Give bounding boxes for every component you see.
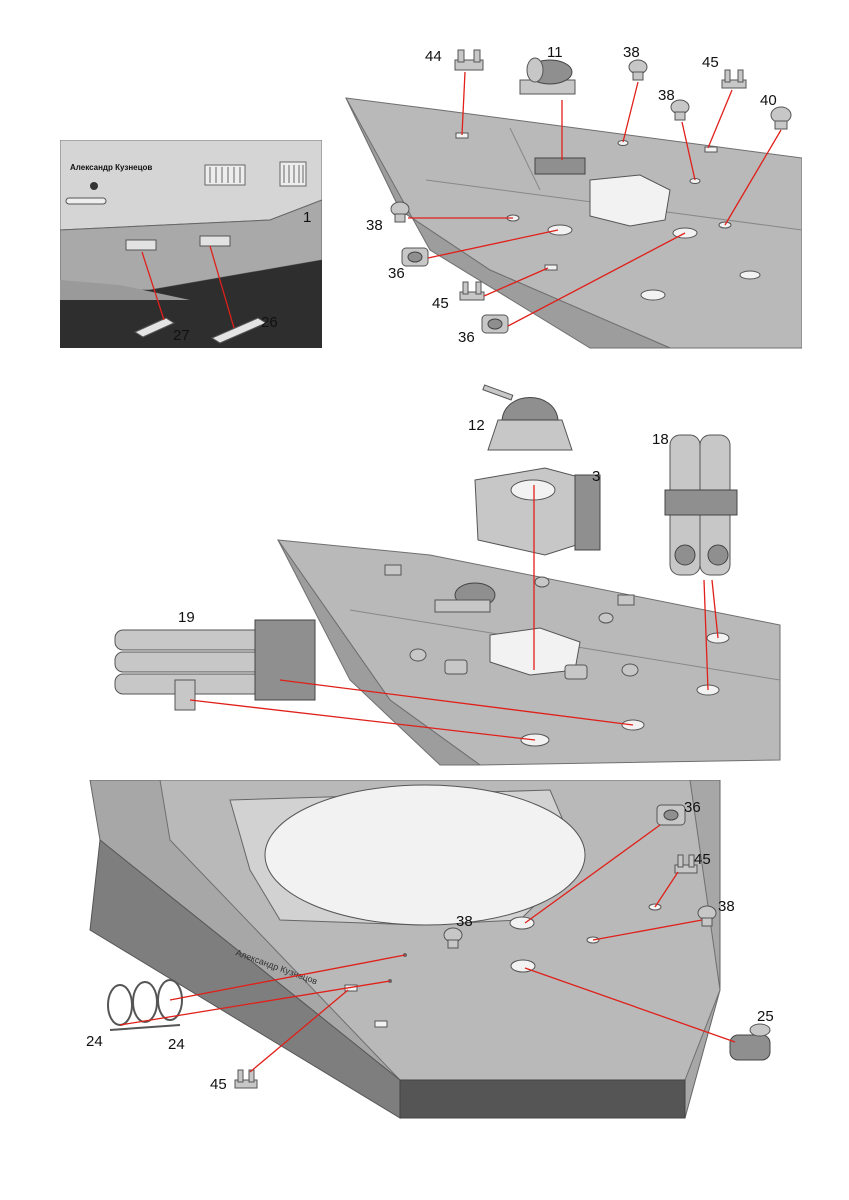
panel-hull-side-vents: Александр Кузнецов 1 27 26 bbox=[60, 140, 322, 348]
callout-label: 38 bbox=[366, 217, 383, 234]
mushroom-vent-part-40 bbox=[770, 106, 792, 130]
callout-label: 38 bbox=[623, 44, 640, 61]
mushroom-vent-part-38 bbox=[628, 59, 648, 81]
deck-fitting-vents bbox=[384, 564, 639, 680]
bollard-part-45 bbox=[234, 1069, 258, 1089]
callout-label: 19 bbox=[178, 609, 195, 626]
hatch-ring-part-36 bbox=[656, 804, 686, 826]
callout-label: 24 bbox=[168, 1036, 185, 1053]
callout-label: 45 bbox=[702, 54, 719, 71]
callout-label: 36 bbox=[388, 265, 405, 282]
hose-reel-part-24 bbox=[107, 979, 183, 1031]
mushroom-vent-part-38 bbox=[670, 99, 690, 121]
bollard-part-45 bbox=[459, 281, 485, 301]
callout-label: 11 bbox=[547, 44, 563, 61]
callout-label: 36 bbox=[684, 799, 701, 816]
panel-stern-deck: Александр Кузнецов bbox=[70, 780, 790, 1120]
hatch-ring-part-36 bbox=[481, 314, 509, 334]
callout-label: 40 bbox=[760, 92, 777, 109]
winch-base-plate bbox=[534, 157, 586, 175]
launcher-part-19 bbox=[114, 619, 316, 711]
callout-label: 1 bbox=[303, 209, 311, 226]
callout-label: 45 bbox=[210, 1076, 227, 1093]
vent-part-26 bbox=[210, 317, 268, 344]
mushroom-vent-part-38 bbox=[697, 905, 717, 927]
winch-part-11 bbox=[519, 57, 576, 95]
deck-opening-hatch bbox=[589, 174, 671, 227]
vent-part-27 bbox=[133, 317, 176, 338]
winch-on-deck bbox=[434, 582, 496, 613]
launcher-part-18 bbox=[664, 434, 738, 576]
bollard-part-44 bbox=[454, 49, 484, 71]
vent-slot-b bbox=[199, 235, 231, 247]
panel-bow-deck-fittings: 44 11 38 45 38 40 38 36 45 36 bbox=[340, 40, 802, 350]
callout-label: 26 bbox=[261, 314, 278, 331]
vent-grille-2 bbox=[279, 161, 307, 187]
hull-name-text: Александр Кузнецов bbox=[70, 163, 152, 172]
callout-label: 38 bbox=[456, 913, 473, 930]
vent-slot-a bbox=[125, 239, 157, 251]
callout-label: 44 bbox=[425, 48, 442, 65]
callout-label: 45 bbox=[432, 295, 449, 312]
callout-label: 25 bbox=[757, 1008, 774, 1025]
callout-label: 12 bbox=[468, 417, 485, 434]
callout-label: 18 bbox=[652, 431, 669, 448]
callout-label: 36 bbox=[458, 329, 475, 346]
mushroom-vent-part-38 bbox=[390, 201, 410, 223]
panel-turret-launchers: 12 3 18 19 bbox=[100, 380, 790, 770]
callout-label: 24 bbox=[86, 1033, 103, 1050]
hatch-ring-part-36 bbox=[401, 247, 429, 267]
turret-base-part-3 bbox=[474, 467, 601, 556]
gearbox-part-25 bbox=[729, 1023, 771, 1061]
vent-grille-1 bbox=[204, 164, 246, 186]
callout-label: 38 bbox=[658, 87, 675, 104]
callout-label: 45 bbox=[694, 851, 711, 868]
bollard-part-45 bbox=[674, 854, 698, 874]
bollard-part-45 bbox=[721, 69, 747, 89]
porthole-icon bbox=[90, 182, 98, 190]
callout-label: 3 bbox=[592, 468, 600, 485]
callout-label: 27 bbox=[173, 327, 190, 344]
callout-label: 38 bbox=[718, 898, 735, 915]
gun-turret-part-12 bbox=[482, 384, 573, 451]
mushroom-vent-part-38 bbox=[443, 927, 463, 949]
